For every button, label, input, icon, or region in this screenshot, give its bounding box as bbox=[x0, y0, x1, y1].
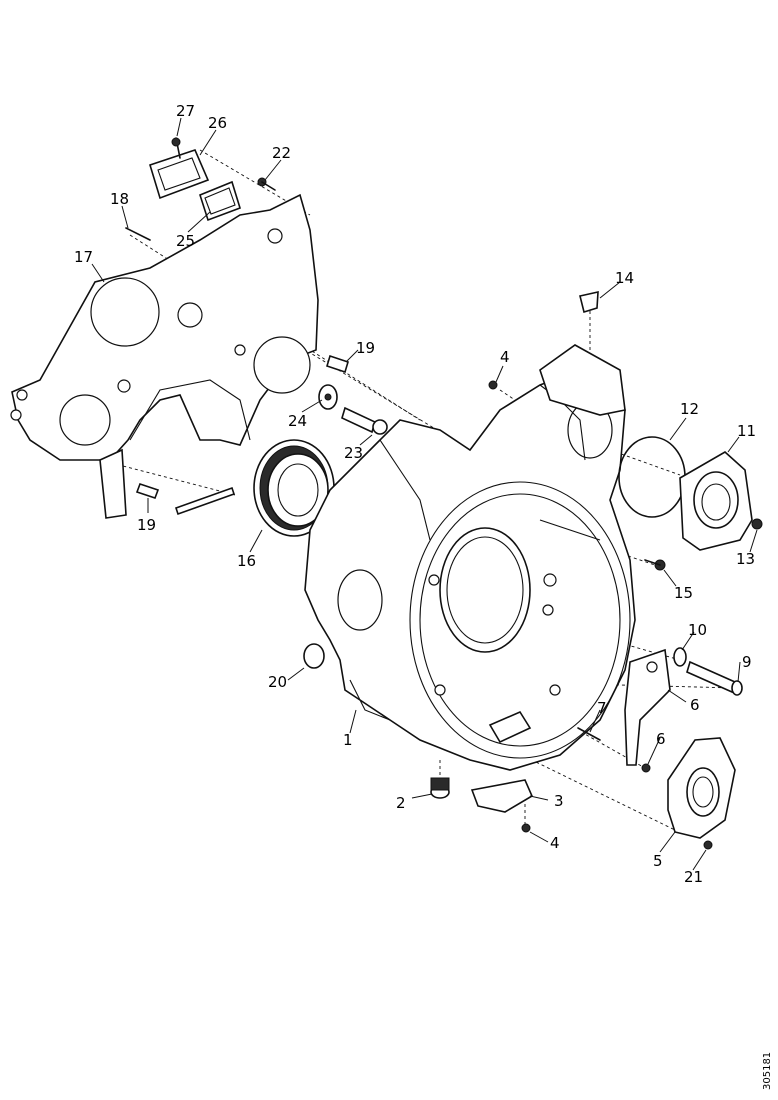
screw-24 bbox=[703, 840, 713, 850]
document-id: 305181 bbox=[762, 1052, 773, 1090]
callout-12: 12 bbox=[680, 400, 699, 418]
callouts: 27 26 22 18 25 17 19 24 23 19 16 20 1 2 … bbox=[74, 102, 756, 886]
bracket-8 bbox=[624, 648, 671, 766]
cover-plate-26 bbox=[149, 149, 210, 200]
dowel-rod bbox=[174, 486, 236, 516]
callout-15: 15 bbox=[674, 584, 693, 602]
stud-18 bbox=[125, 227, 151, 241]
plug-2 bbox=[430, 777, 450, 799]
callout-1: 1 bbox=[343, 731, 353, 749]
pin-19-lower bbox=[135, 482, 160, 500]
callout-7: 7 bbox=[597, 699, 607, 717]
callout-4-lower: 4 bbox=[550, 834, 560, 852]
callout-9: 9 bbox=[742, 653, 752, 671]
callout-17: 17 bbox=[74, 248, 93, 266]
callout-5: 5 bbox=[653, 852, 663, 870]
screw-4-lower bbox=[521, 823, 531, 833]
callout-6-lower: 6 bbox=[656, 730, 666, 748]
callout-26: 26 bbox=[208, 114, 227, 132]
stud-7 bbox=[577, 727, 601, 741]
callout-10: 10 bbox=[688, 621, 707, 639]
callout-18: 18 bbox=[110, 190, 129, 208]
gasket-25 bbox=[199, 180, 241, 222]
callout-19-upper: 19 bbox=[356, 339, 375, 357]
flange-cover-11 bbox=[679, 451, 753, 551]
callout-16: 16 bbox=[237, 552, 256, 570]
cover-5 bbox=[667, 737, 736, 839]
callout-27: 27 bbox=[176, 102, 195, 120]
crankshaft-seal-16 bbox=[253, 439, 335, 537]
clamp-3 bbox=[470, 779, 534, 813]
callout-3: 3 bbox=[554, 792, 564, 810]
callout-24: 21 bbox=[684, 868, 703, 886]
washer-10 bbox=[673, 647, 687, 667]
callout-11: 11 bbox=[737, 422, 756, 440]
breather-cap-14 bbox=[579, 290, 599, 314]
callout-14: 14 bbox=[615, 269, 634, 287]
callout-20: 22 bbox=[272, 144, 291, 162]
screw-4-upper bbox=[488, 380, 498, 390]
callout-2: 2 bbox=[396, 794, 406, 812]
callout-23: 20 bbox=[268, 673, 287, 691]
seal-ring-22 bbox=[318, 384, 338, 410]
callout-21: 23 bbox=[344, 444, 363, 462]
bolt-21 bbox=[341, 406, 388, 435]
bolt-13 bbox=[751, 518, 763, 530]
timing-plate-17 bbox=[10, 193, 319, 519]
callout-25: 25 bbox=[176, 232, 195, 250]
plug-23 bbox=[303, 643, 325, 669]
flywheel-housing-1 bbox=[304, 344, 636, 771]
callout-13: 13 bbox=[736, 550, 755, 568]
pin-19-upper bbox=[326, 354, 349, 374]
callout-19-lower: 19 bbox=[137, 516, 156, 534]
nut-6 bbox=[641, 763, 651, 773]
bolt-9 bbox=[686, 660, 743, 696]
leader-lines bbox=[91, 117, 758, 871]
callout-4-upper: 4 bbox=[500, 348, 510, 366]
screw-20 bbox=[257, 177, 276, 191]
bolt-15 bbox=[644, 559, 666, 571]
callout-22: 24 bbox=[288, 412, 307, 430]
screw-27 bbox=[171, 137, 181, 159]
callout-6-right: 6 bbox=[690, 696, 700, 714]
o-ring-12 bbox=[618, 436, 686, 518]
